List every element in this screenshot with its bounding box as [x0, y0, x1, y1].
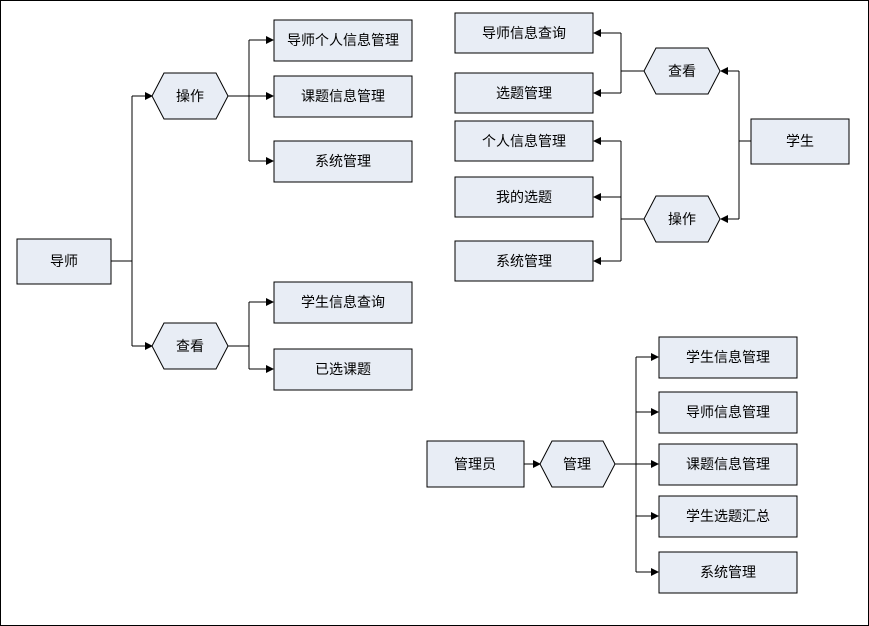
- student-operate-item: 个人信息管理: [454, 120, 594, 162]
- teacher-operate-item: 课题信息管理: [273, 75, 413, 118]
- admin-item: 系统管理: [658, 551, 798, 594]
- student-view-item: 选题管理: [454, 72, 594, 114]
- student-operate-node: 操作: [643, 195, 721, 243]
- teacher-tree: 导师 操作 查看 导师个人信息管理 课题信息管理 系统管理 学生信息查询: [16, 19, 413, 391]
- admin-item-label: 学生信息管理: [686, 349, 770, 366]
- teacher-operate-label: 操作: [176, 89, 204, 105]
- teacher-view-label: 查看: [176, 339, 204, 355]
- admin-root-node: 管理员: [426, 440, 525, 488]
- admin-item-label: 系统管理: [700, 565, 756, 581]
- teacher-operate-item: 导师个人信息管理: [273, 19, 413, 62]
- teacher-root-node: 导师: [16, 238, 112, 285]
- teacher-view-item: 已选课题: [273, 348, 413, 391]
- student-operate-item: 系统管理: [454, 240, 594, 282]
- student-operate-item-label: 我的选题: [496, 190, 552, 206]
- teacher-view-item-label: 已选课题: [315, 362, 371, 378]
- student-view-item: 导师信息查询: [454, 12, 594, 54]
- admin-root-label: 管理员: [454, 457, 496, 473]
- teacher-operate-item-label: 系统管理: [315, 154, 371, 170]
- admin-tree: 管理员 管理 学生信息管理 导师信息管理 课题信息管理 学生选题汇总 系统管理: [426, 336, 798, 594]
- admin-manage-label: 管理: [563, 457, 591, 473]
- student-view-item-label: 导师信息查询: [482, 25, 566, 42]
- student-view-item-label: 选题管理: [496, 86, 552, 102]
- teacher-root-label: 导师: [50, 254, 78, 270]
- teacher-operate-item: 系统管理: [273, 140, 413, 183]
- admin-item-label: 课题信息管理: [686, 456, 770, 473]
- teacher-operate-node: 操作: [151, 72, 229, 120]
- student-operate-label: 操作: [668, 212, 696, 228]
- admin-item-label: 导师信息管理: [686, 404, 770, 421]
- teacher-view-item-label: 学生信息查询: [301, 294, 385, 311]
- teacher-view-node: 查看: [151, 322, 229, 370]
- admin-item-label: 学生选题汇总: [686, 509, 770, 525]
- connectors: [524, 353, 659, 576]
- student-operate-item-label: 个人信息管理: [482, 133, 566, 150]
- connectors: [111, 36, 274, 373]
- student-tree: 学生 查看 操作 导师信息查询 选题管理 个人信息管理 我的选题 系统: [454, 12, 850, 282]
- connectors: [593, 29, 751, 265]
- admin-item: 课题信息管理: [658, 443, 798, 486]
- student-view-label: 查看: [668, 64, 696, 80]
- student-operate-item-label: 系统管理: [496, 254, 552, 270]
- student-operate-item: 我的选题: [454, 176, 594, 218]
- student-root-label: 学生: [786, 134, 814, 150]
- admin-manage-node: 管理: [539, 440, 616, 488]
- teacher-operate-item-label: 课题信息管理: [301, 88, 385, 105]
- teacher-view-item: 学生信息查询: [273, 281, 413, 324]
- admin-item: 学生信息管理: [658, 336, 798, 379]
- student-root-node: 学生: [750, 118, 850, 165]
- student-view-node: 查看: [643, 47, 721, 95]
- admin-item: 导师信息管理: [658, 391, 798, 434]
- admin-item: 学生选题汇总: [658, 495, 798, 538]
- teacher-operate-item-label: 导师个人信息管理: [287, 32, 399, 49]
